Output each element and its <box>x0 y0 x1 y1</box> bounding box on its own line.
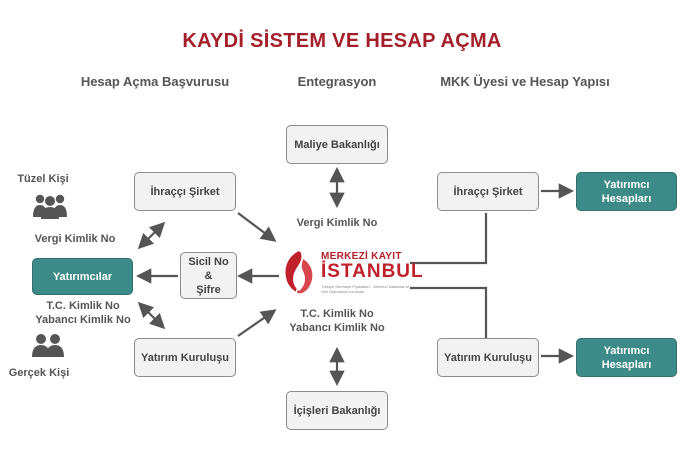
logo-line-merkezi-kayit: MERKEZİ KAYIT <box>321 251 402 262</box>
mkk-flame-emblem-icon <box>285 251 313 294</box>
column-heading-integration: Entegrasyon <box>297 74 377 89</box>
page-title: KAYDİ SİSTEM VE HESAP AÇMA <box>182 30 502 52</box>
middle-tax-id-label: Vergi Kimlik No <box>296 217 378 229</box>
citizen-id-label: T.C. Kimlik No Yabancı Kimlik No <box>35 300 131 326</box>
tax-id-label: Vergi Kimlik No <box>34 233 116 245</box>
column-heading-mkk-member: MKK Üyesi ve Hesap Yapısı <box>440 74 610 89</box>
arrow-investors-issuer <box>137 221 166 250</box>
arrow-investors-institution <box>137 301 166 330</box>
legal-entity-label: Tüzel Kişi <box>17 173 69 185</box>
investors-box: Yatırımcılar <box>32 258 133 295</box>
logo-line-istanbul: İSTANBUL <box>321 261 424 282</box>
investor-accounts-box-bottom: Yatırımcı Hesapları <box>576 338 677 377</box>
investment-institution-box-right: Yatırım Kuruluşu <box>437 338 539 377</box>
interior-ministry-box: İçişleri Bakanlığı <box>286 391 388 430</box>
registry-password-box: Sicil No & Şifre <box>180 252 237 299</box>
real-person-people-icon <box>32 334 64 357</box>
logo-line-subtitle: Türkiye Sermaye Piyasaları - Merkezi Sak… <box>321 284 410 294</box>
arrow-institution-to-mkk <box>237 309 277 337</box>
column-heading-application: Hesap Açma Başvurusu <box>80 74 230 89</box>
investor-accounts-box-top: Yatırımcı Hesapları <box>576 172 677 211</box>
mkk-istanbul-logo: MERKEZİ KAYIT İSTANBUL Türkiye Sermaye P… <box>281 249 423 299</box>
finance-ministry-box: Maliye Bakanlığı <box>286 125 388 164</box>
connector-mkk-right-institution <box>410 286 488 339</box>
investment-institution-box-left: Yatırım Kuruluşu <box>134 338 236 377</box>
real-person-label: Gerçek Kişi <box>8 367 70 379</box>
middle-citizen-id-label: T.C. Kimlik No Yabancı Kimlik No <box>289 308 385 334</box>
issuer-company-box-right: İhraççı Şirket <box>437 172 539 211</box>
legal-entity-people-icon <box>33 194 67 219</box>
arrow-issuer-to-mkk <box>237 212 277 242</box>
issuer-company-box-left: İhraççı Şirket <box>134 172 236 211</box>
connector-mkk-right-issuer <box>410 213 488 265</box>
